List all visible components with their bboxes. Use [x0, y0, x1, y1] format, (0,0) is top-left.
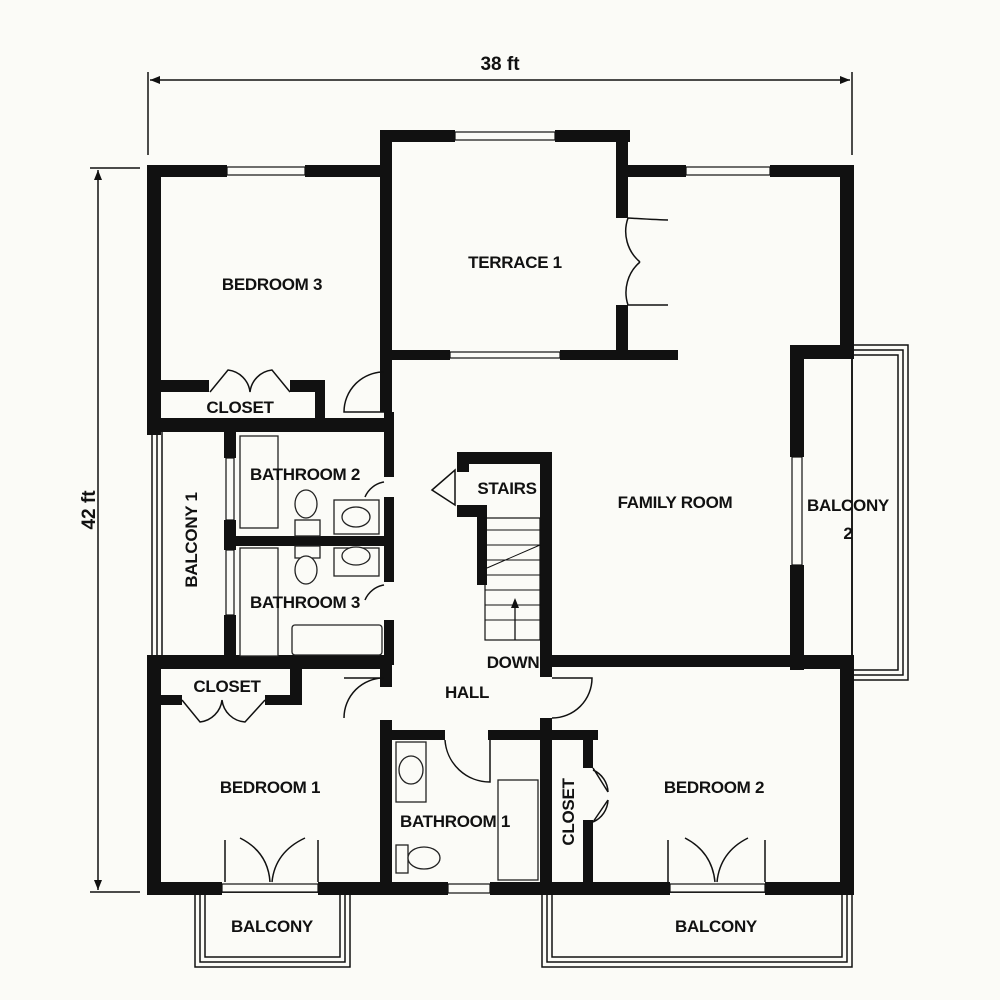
room-label-bathroom-1: BATHROOM 1: [400, 812, 510, 831]
room-label-balcony-left: BALCONY: [231, 917, 314, 936]
width-label: 38 ft: [480, 54, 520, 75]
height-dimension: [90, 167, 140, 893]
doors: [181, 217, 766, 883]
room-label-closet-top: CLOSET: [206, 398, 274, 417]
room-label-closet-right: CLOSET: [559, 778, 578, 846]
room-label-balcony-1: BALCONY 1: [182, 492, 201, 587]
room-label-bathroom-2: BATHROOM 2: [250, 465, 360, 484]
room-label-closet-left: CLOSET: [193, 677, 261, 696]
stair-treads: [484, 517, 541, 641]
room-label-terrace-1: TERRACE 1: [468, 253, 562, 272]
room-label-stairs: STAIRS: [477, 479, 536, 498]
walls: [147, 130, 854, 895]
room-label-bedroom-3: BEDROOM 3: [222, 275, 322, 294]
room-label-hall: HALL: [445, 683, 489, 702]
room-label-balcony-2-number: 2: [843, 524, 852, 543]
height-label: 42 ft: [79, 490, 100, 530]
room-label-balcony-right: BALCONY: [675, 917, 758, 936]
windows: [221, 131, 803, 894]
room-label-bedroom-1: BEDROOM 1: [220, 778, 320, 797]
room-label-bedroom-2: BEDROOM 2: [664, 778, 764, 797]
room-label-bathroom-3: BATHROOM 3: [250, 593, 360, 612]
width-dimension: [147, 72, 853, 155]
bathroom-fixtures: [239, 435, 539, 881]
room-label-balcony-2: BALCONY: [807, 496, 890, 515]
room-label-down: DOWN: [487, 653, 540, 672]
room-label-family-room: FAMILY ROOM: [618, 493, 733, 512]
